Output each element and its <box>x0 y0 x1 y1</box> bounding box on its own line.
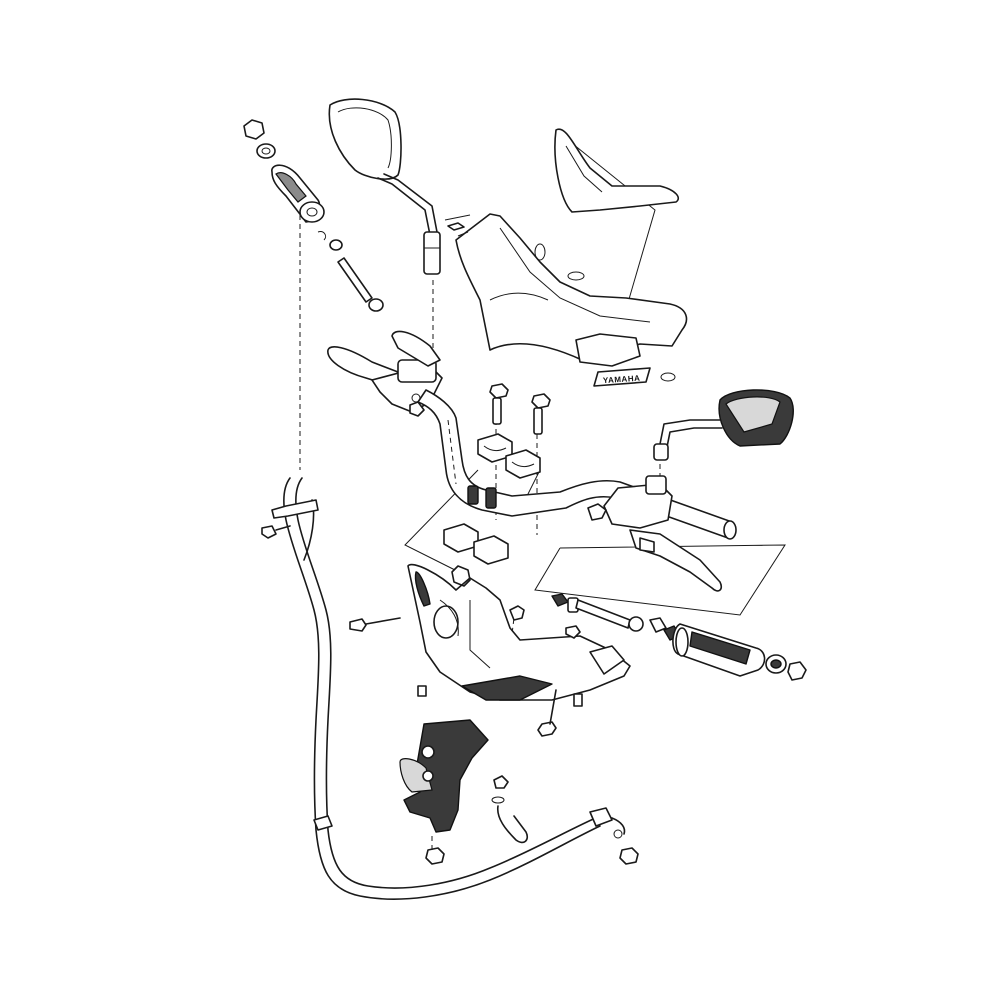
right-mirror <box>653 389 794 461</box>
handlebar <box>417 389 737 540</box>
right-throttle-stack <box>551 593 807 681</box>
left-clutch-assembly <box>327 330 443 417</box>
lower-cowl <box>349 563 631 737</box>
left-grip-stack <box>243 119 384 312</box>
cable-hook <box>491 775 529 844</box>
handlebar-clamps <box>443 383 551 565</box>
yamaha-brand-label: YAMAHA <box>603 374 641 386</box>
fasteners <box>447 222 469 237</box>
mount-bracket <box>399 719 489 865</box>
upper-cowl: YAMAHA <box>455 128 688 387</box>
right-brake-perch <box>587 475 723 592</box>
left-mirror <box>328 98 441 275</box>
cable-harness <box>261 477 639 900</box>
